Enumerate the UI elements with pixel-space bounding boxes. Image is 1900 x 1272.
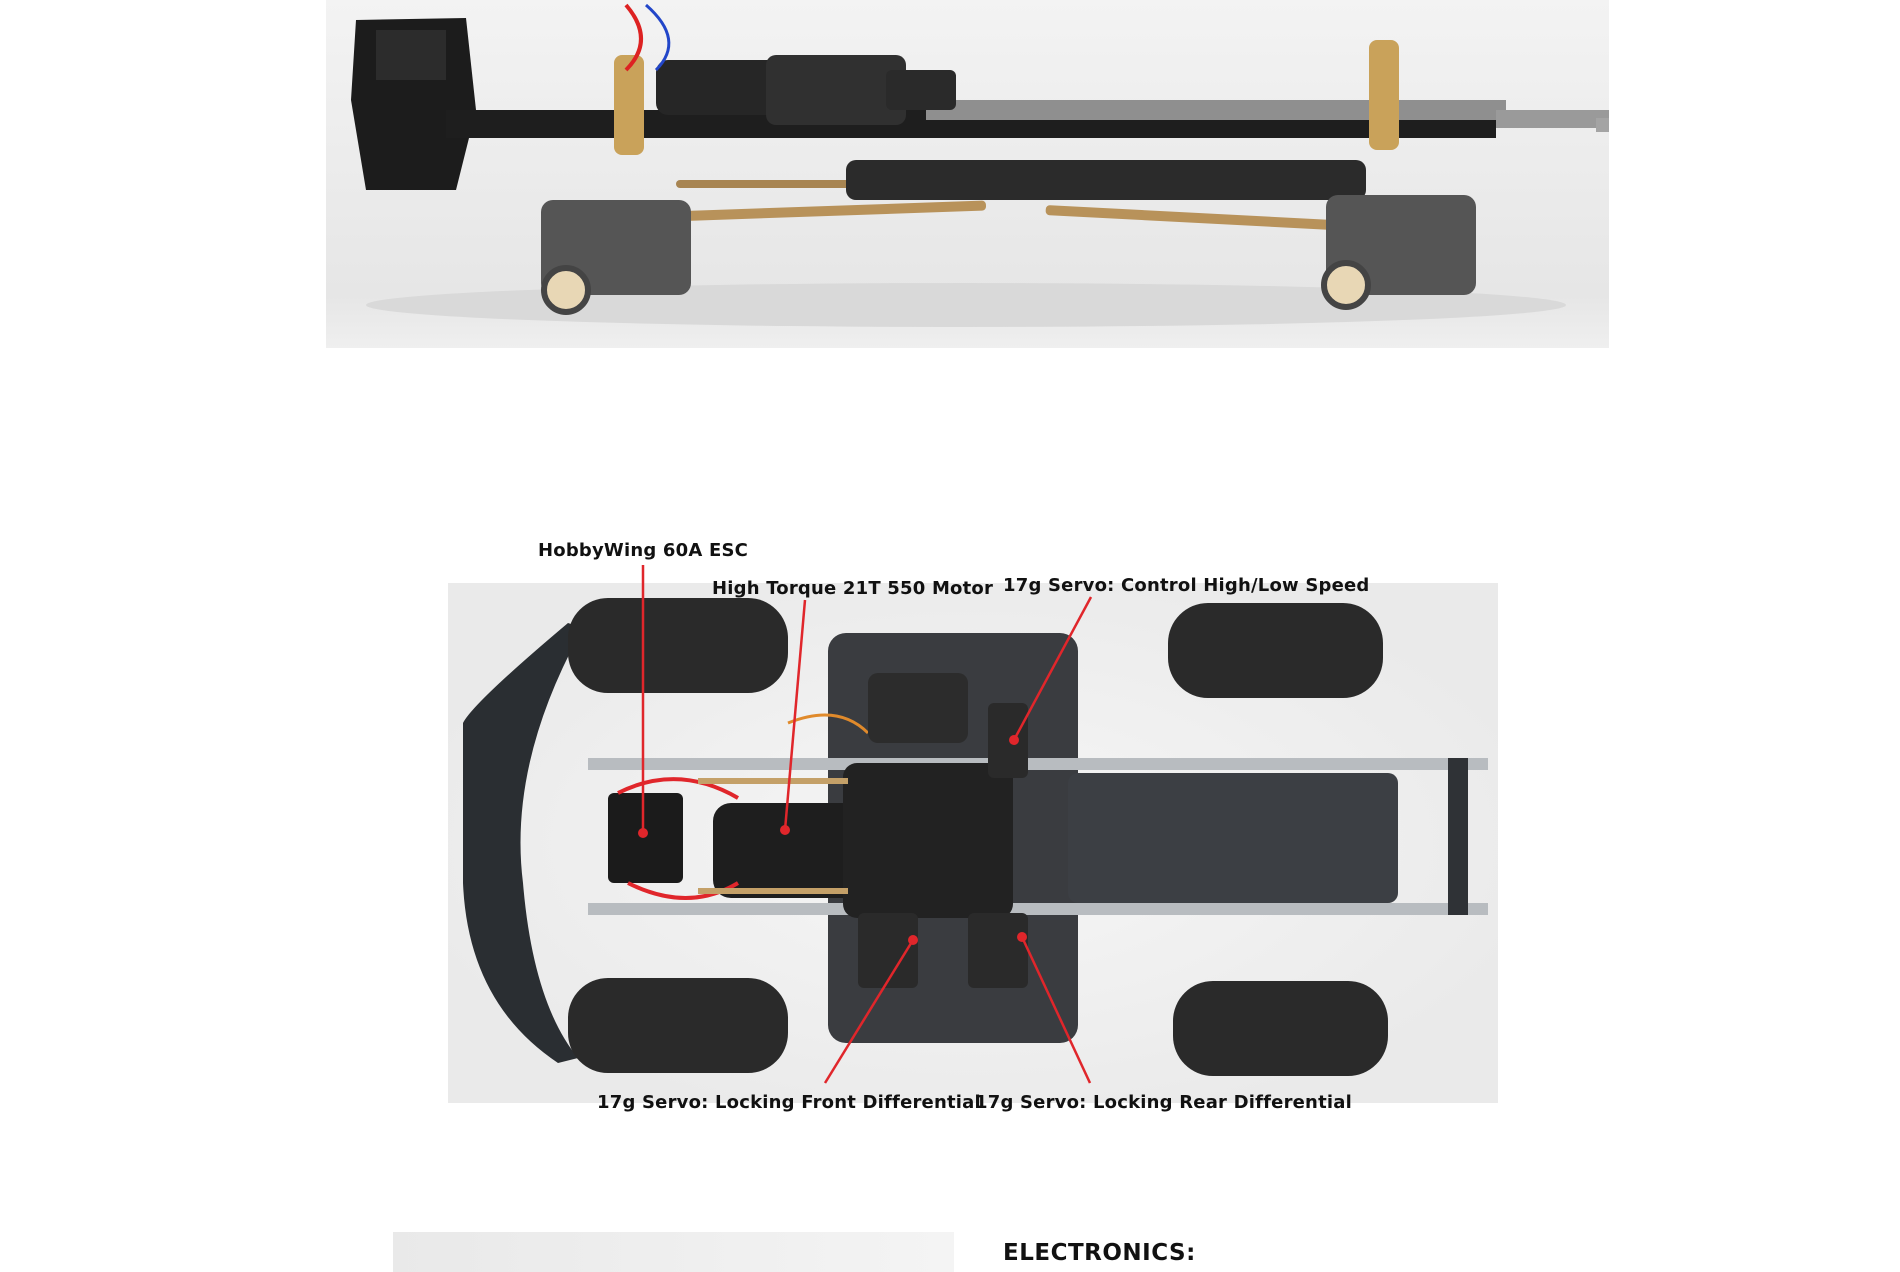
chassis-side-view-photo [326,0,1609,348]
esc-label: HobbyWing 60A ESC [538,540,749,561]
electronics-heading: ELECTRONICS: [1003,1240,1196,1266]
servo-front-label: 17g Servo: Locking Front Differential [597,1092,981,1113]
motor-label: High Torque 21T 550 Motor [712,578,994,599]
chassis-top-view-photo [448,583,1498,1103]
servo-rear-label: 17g Servo: Locking Rear Differential [975,1092,1352,1113]
servo-speed-label: 17g Servo: Control High/Low Speed [1003,575,1370,596]
electronics-section-photo [393,1232,954,1272]
